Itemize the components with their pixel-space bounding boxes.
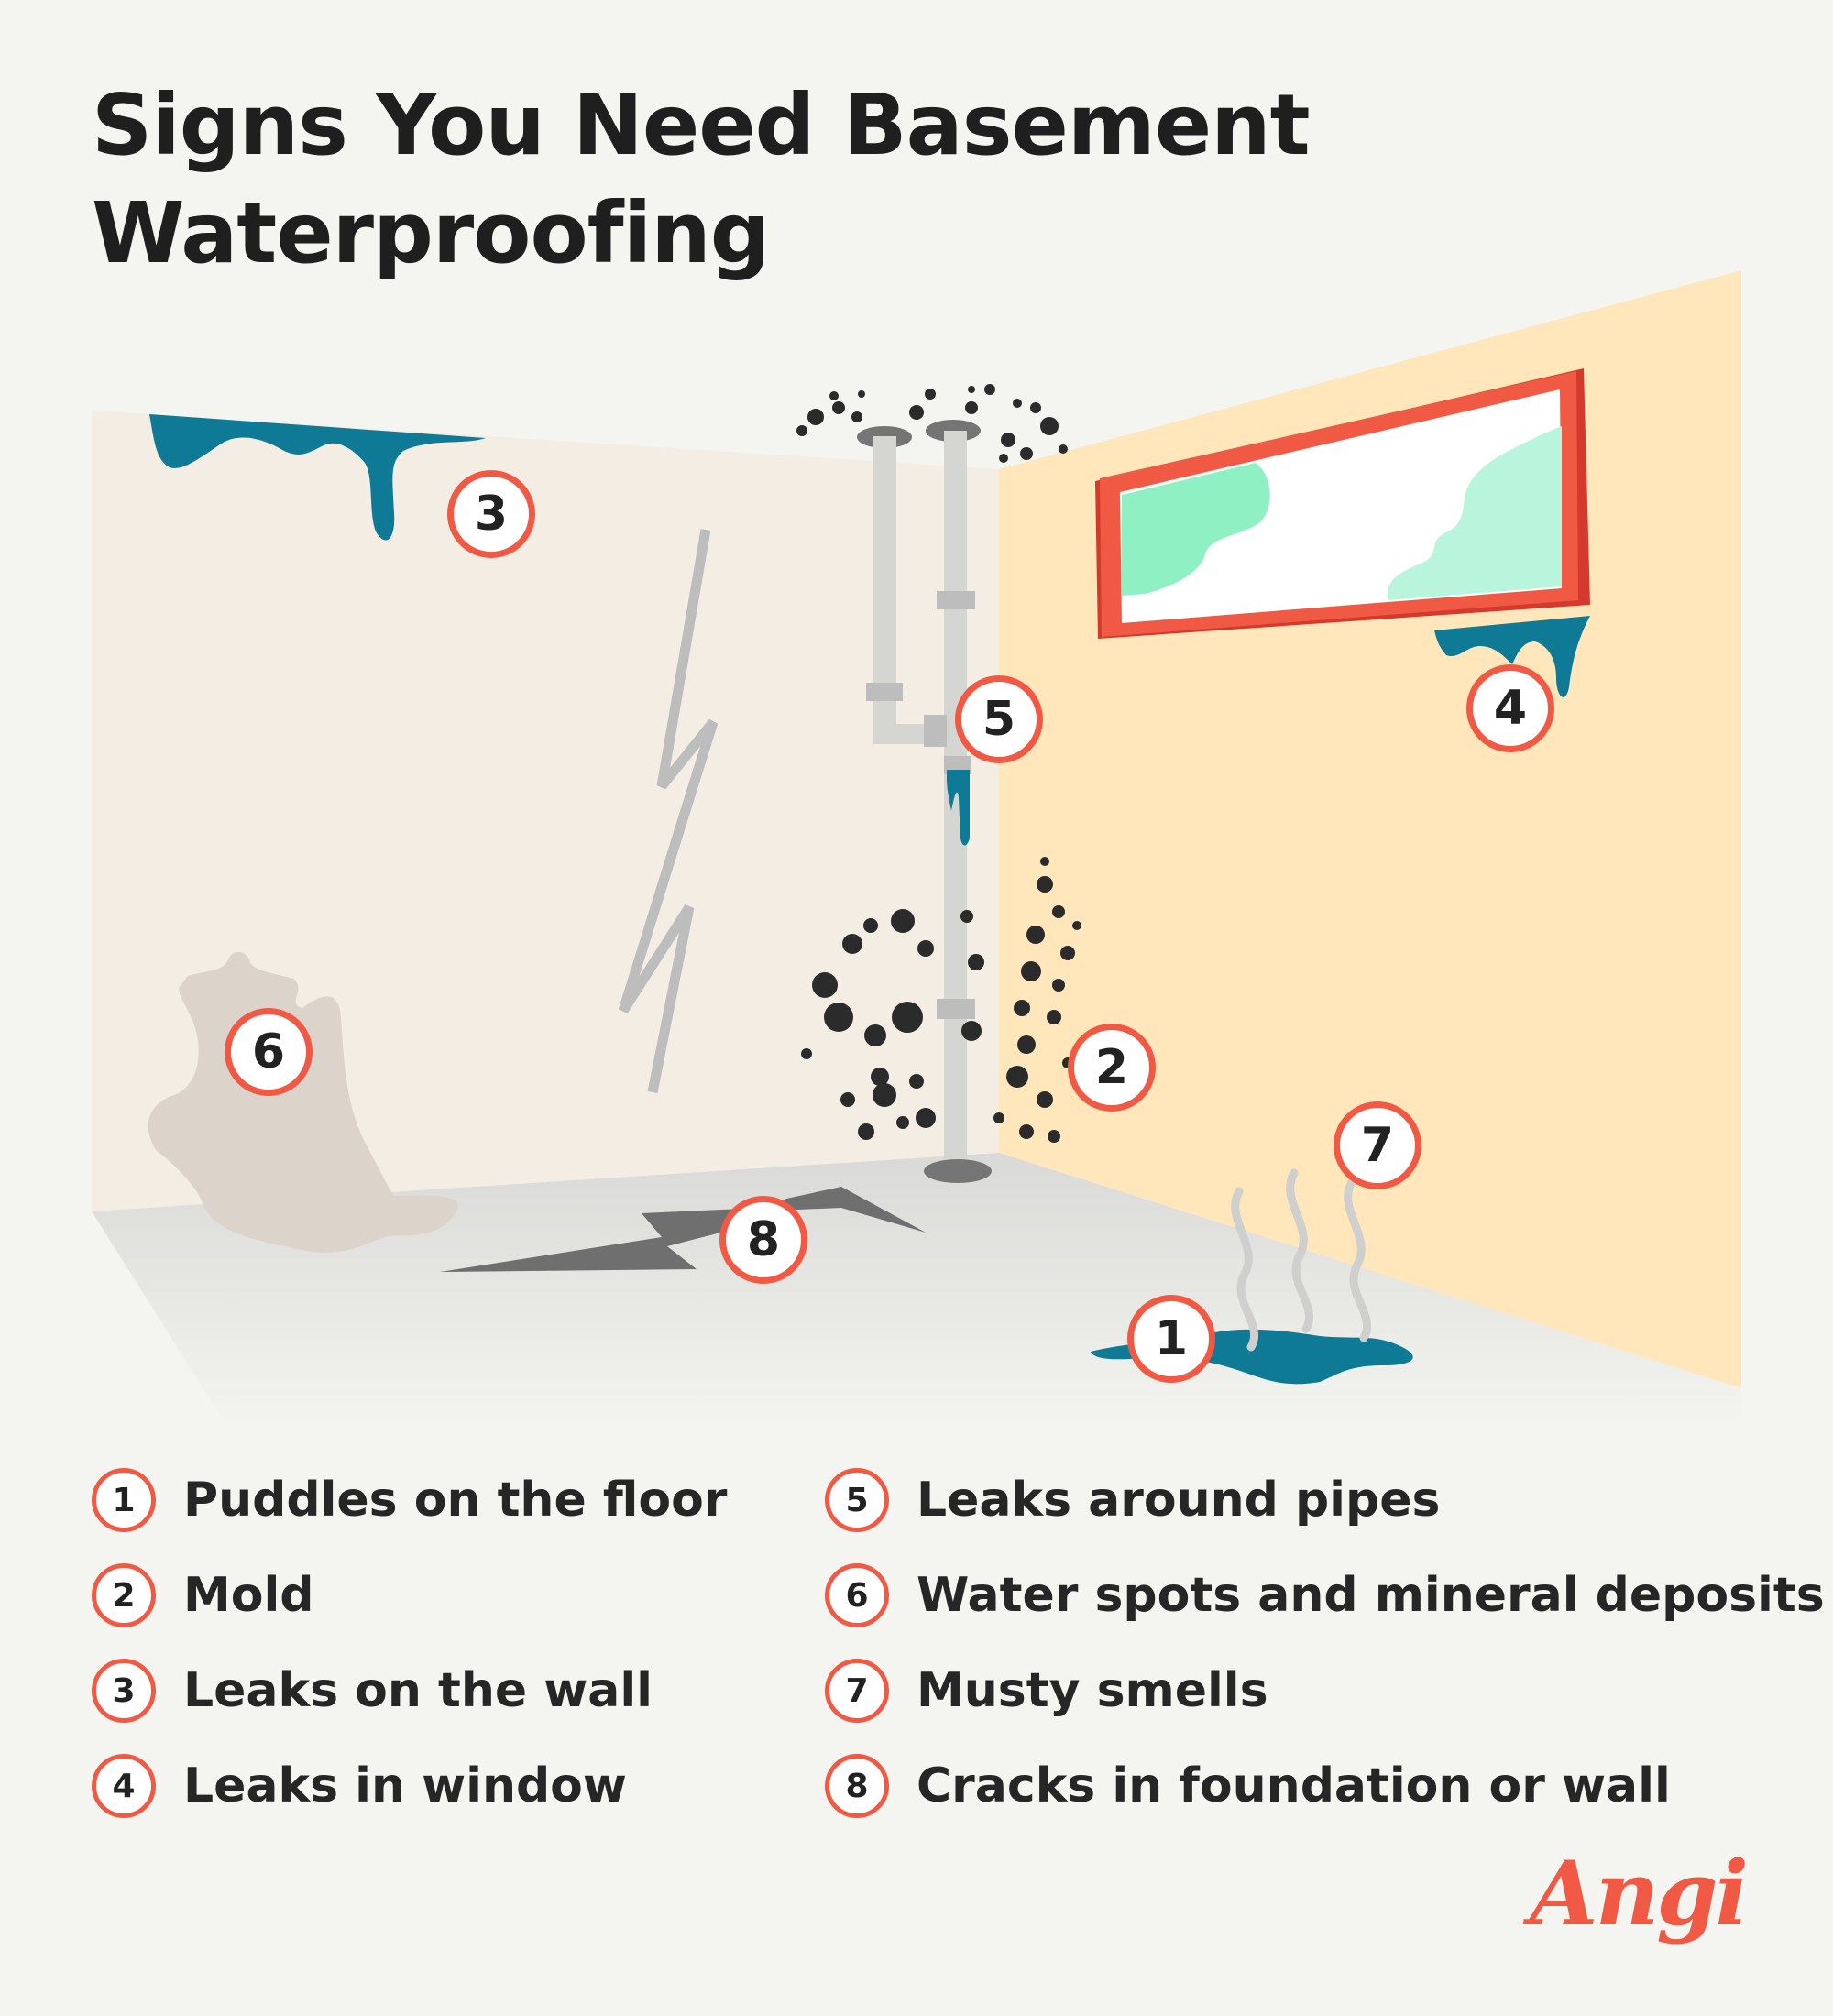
callout-5: 5: [955, 675, 1043, 763]
wall-crack: [618, 529, 719, 1094]
legend: 1 Puddles on the floor 2 Mold 3 Leaks on…: [92, 1452, 1825, 1834]
title-line-1: Signs You Need Basement: [92, 76, 1311, 174]
legend-number: 7: [825, 1659, 889, 1723]
mineral-deposit-stain: [148, 951, 459, 1254]
legend-item: 5 Leaks around pipes: [825, 1452, 1741, 1548]
window: [1095, 368, 1590, 697]
title-line-2: Waterproofing: [92, 184, 771, 282]
page-title: Signs You Need Basement Waterproofing: [92, 71, 1375, 288]
legend-number: 6: [825, 1563, 889, 1627]
legend-item: 1 Puddles on the floor: [92, 1452, 825, 1548]
legend-number: 3: [92, 1659, 156, 1723]
legend-label: Leaks in window: [183, 1759, 627, 1813]
legend-label: Puddles on the floor: [183, 1473, 728, 1528]
legend-number: 1: [92, 1468, 156, 1532]
callout-1: 1: [1127, 1295, 1215, 1383]
ceiling-mold: [796, 384, 1068, 463]
mold-spots: [801, 857, 1081, 1143]
legend-label: Cracks in foundation or wall: [916, 1759, 1671, 1813]
legend-number: 8: [825, 1754, 889, 1818]
legend-number: 2: [92, 1563, 156, 1627]
legend-item: 2 Mold: [92, 1548, 825, 1643]
callout-4: 4: [1466, 664, 1554, 752]
legend-item: 8 Cracks in foundation or wall: [825, 1738, 1741, 1834]
callout-8: 8: [719, 1196, 807, 1284]
floor-crack: [440, 1187, 926, 1272]
legend-label: Musty smells: [916, 1663, 1268, 1718]
legend-item: 3 Leaks on the wall: [92, 1643, 825, 1738]
odor-waves: [1231, 1168, 1372, 1352]
legend-item: 4 Leaks in window: [92, 1738, 825, 1834]
legend-label: Water spots and mineral deposits: [916, 1568, 1825, 1623]
legend-item: 6 Water spots and mineral deposits: [825, 1548, 1825, 1643]
legend-label: Mold: [183, 1568, 314, 1623]
ceiling-leak-drip: [149, 414, 486, 541]
legend-label: Leaks on the wall: [183, 1663, 653, 1718]
callout-7: 7: [1334, 1101, 1421, 1189]
callout-3: 3: [447, 470, 535, 558]
legend-number: 5: [825, 1468, 889, 1532]
legend-number: 4: [92, 1754, 156, 1818]
pipes: [857, 420, 992, 1183]
angi-logo: Angi: [1530, 1842, 1749, 1945]
legend-item: 7 Musty smells: [825, 1643, 1741, 1738]
legend-label: Leaks around pipes: [916, 1473, 1441, 1528]
callout-6: 6: [225, 1008, 313, 1096]
callout-2: 2: [1068, 1024, 1156, 1112]
